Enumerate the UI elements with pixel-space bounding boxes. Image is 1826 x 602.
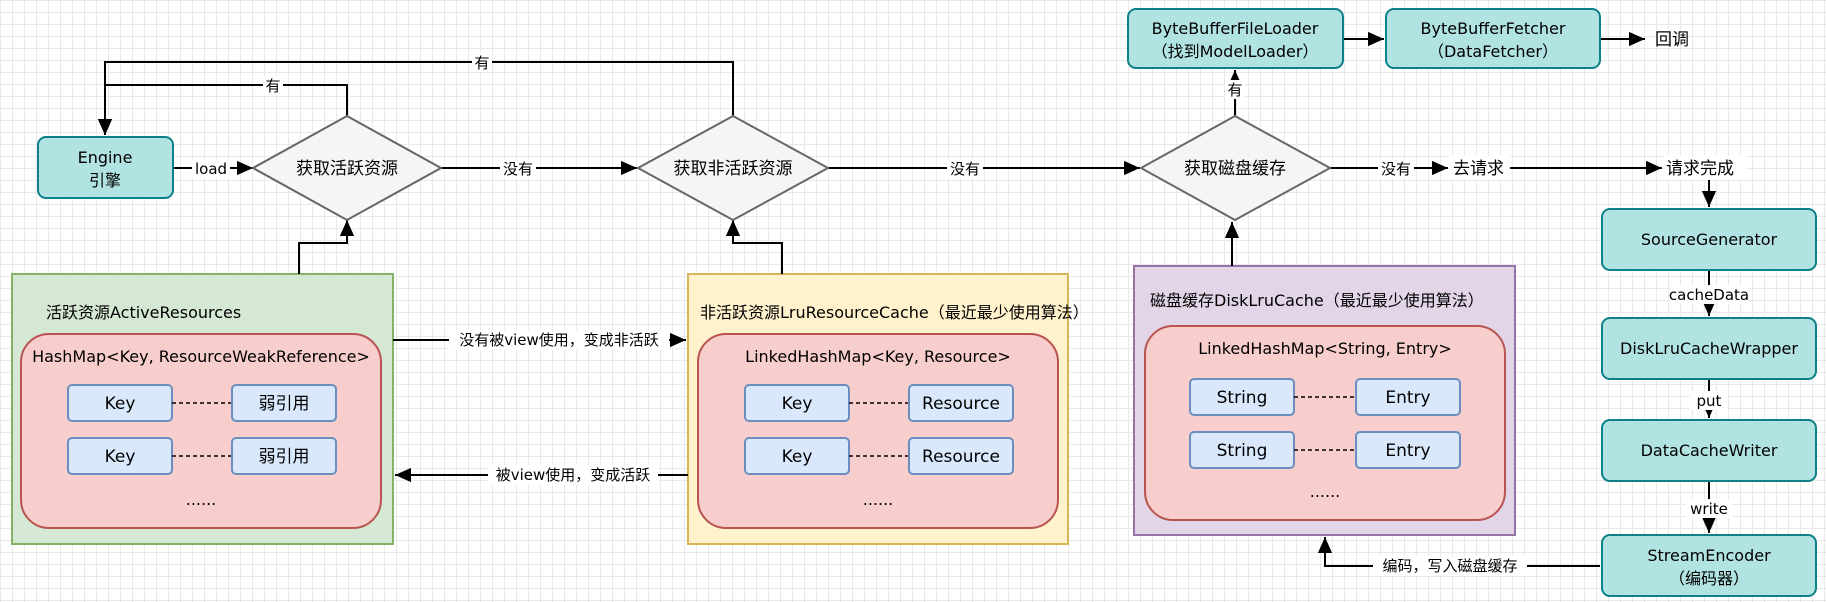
get-active-label: 获取活跃资源 bbox=[296, 159, 398, 179]
inactive-key-1-label: Key bbox=[782, 394, 813, 414]
disk-cache-title: 磁盘缓存DiskLruCache（最近最少使用算法） bbox=[1150, 291, 1484, 310]
active-hashmap-box bbox=[20, 333, 382, 529]
label-none-inactive: 没有 bbox=[950, 160, 980, 178]
callback-text: 回调 bbox=[1655, 30, 1689, 50]
engine-sublabel: 引擎 bbox=[89, 171, 121, 190]
label-encode: 编码，写入磁盘缓存 bbox=[1382, 557, 1517, 575]
label-has-disk: 有 bbox=[1227, 81, 1242, 99]
edge-inactive-container-to-diamond bbox=[725, 220, 783, 274]
inactive-ellipsis: ...... bbox=[863, 490, 894, 509]
edge-inactive-has bbox=[97, 61, 734, 135]
inactive-linkedhashmap-title: LinkedHashMap<Key, Resource> bbox=[745, 347, 1011, 366]
inactive-linkedhashmap-box bbox=[697, 333, 1059, 529]
disklrucache-wrapper-node: DiskLruCacheWrapper bbox=[1601, 317, 1817, 380]
active-resources-title: 活跃资源ActiveResources bbox=[46, 303, 241, 322]
label-write: write bbox=[1690, 500, 1728, 518]
label-put: put bbox=[1697, 392, 1722, 410]
active-row-1: Key 弱引用 bbox=[67, 384, 337, 422]
fetcher-label: ByteBufferFetcher bbox=[1421, 19, 1566, 38]
inactive-resource-2 bbox=[908, 437, 1014, 475]
label-has-inactive: 有 bbox=[474, 54, 489, 72]
data-cache-writer-label: DataCacheWriter bbox=[1641, 441, 1778, 460]
inactive-row-1: Key Resource bbox=[744, 384, 1014, 422]
disk-row-1: String Entry bbox=[1189, 378, 1461, 416]
stream-encoder-sublabel: （编码器） bbox=[1669, 569, 1749, 588]
label-none-active: 没有 bbox=[503, 160, 533, 178]
go-request-text: 去请求 bbox=[1453, 159, 1504, 179]
label-none-disk: 没有 bbox=[1381, 160, 1411, 178]
active-key-1-label: Key bbox=[105, 394, 136, 414]
active-row-2: Key 弱引用 bbox=[67, 437, 337, 475]
get-disk-label: 获取磁盘缓存 bbox=[1184, 159, 1286, 179]
inactive-key-2-label: Key bbox=[782, 447, 813, 467]
active-key-2-label: Key bbox=[105, 447, 136, 467]
disklrucache-wrapper-label: DiskLruCacheWrapper bbox=[1620, 339, 1798, 358]
request-done-text: 请求完成 bbox=[1666, 159, 1734, 179]
label-cache-data: cacheData bbox=[1669, 286, 1749, 304]
disk-cache-container: 磁盘缓存DiskLruCache（最近最少使用算法） LinkedHashMap… bbox=[1133, 265, 1516, 536]
inactive-row-2: Key Resource bbox=[744, 437, 1014, 475]
engine-node: Engine 引擎 bbox=[37, 136, 174, 199]
file-loader-sublabel: （找到ModelLoader） bbox=[1152, 42, 1319, 61]
engine-label: Engine bbox=[78, 148, 133, 167]
inactive-resources-container: 非活跃资源LruResourceCache（最近最少使用算法） LinkedHa… bbox=[687, 273, 1089, 545]
disk-string-2-label: String bbox=[1217, 441, 1268, 461]
active-hashmap-title: HashMap<Key, ResourceWeakReference> bbox=[32, 347, 370, 366]
active-weakref-1-label: 弱引用 bbox=[259, 394, 310, 414]
edge-active-container-to-diamond bbox=[298, 220, 355, 274]
disk-entry-2 bbox=[1355, 431, 1461, 469]
get-inactive-label: 获取非活跃资源 bbox=[674, 159, 793, 179]
disk-string-1-label: String bbox=[1217, 388, 1268, 408]
source-generator-label: SourceGenerator bbox=[1641, 230, 1778, 249]
inactive-resource-1 bbox=[908, 384, 1014, 422]
source-generator-node: SourceGenerator bbox=[1601, 208, 1817, 271]
active-ellipsis: ...... bbox=[186, 490, 217, 509]
disk-entry-1 bbox=[1355, 378, 1461, 416]
get-inactive-decision: 获取非活跃资源 bbox=[635, 114, 831, 222]
label-has-active: 有 bbox=[265, 77, 280, 95]
stream-encoder-label: StreamEncoder bbox=[1647, 546, 1771, 565]
edge-active-has bbox=[97, 84, 348, 135]
disk-ellipsis: ...... bbox=[1310, 482, 1341, 501]
data-cache-writer-node: DataCacheWriter bbox=[1601, 419, 1817, 482]
disk-row-2: String Entry bbox=[1189, 431, 1461, 469]
active-weakref-2-label: 弱引用 bbox=[259, 447, 310, 467]
inactive-resources-title: 非活跃资源LruResourceCache（最近最少使用算法） bbox=[700, 303, 1089, 322]
get-disk-decision: 获取磁盘缓存 bbox=[1138, 114, 1333, 222]
disk-entry-2-label: Entry bbox=[1385, 441, 1430, 461]
active-weakref-1 bbox=[231, 384, 337, 422]
active-weakref-2 bbox=[231, 437, 337, 475]
get-active-decision: 获取活跃资源 bbox=[250, 114, 444, 222]
label-load: load bbox=[195, 160, 227, 178]
label-used: 被view使用，变成活跃 bbox=[496, 466, 651, 484]
disk-entry-1-label: Entry bbox=[1385, 388, 1430, 408]
disk-linkedhashmap-title: LinkedHashMap<String, Entry> bbox=[1198, 339, 1452, 358]
stream-encoder-node: StreamEncoder （编码器） bbox=[1601, 534, 1817, 597]
file-loader-label: ByteBufferFileLoader bbox=[1152, 19, 1319, 38]
bytebuffer-fetcher-node: ByteBufferFetcher （DataFetcher） bbox=[1385, 8, 1601, 69]
label-not-used: 没有被view使用，变成非活跃 bbox=[459, 331, 659, 349]
active-resources-container: 活跃资源ActiveResources HashMap<Key, Resourc… bbox=[11, 273, 394, 545]
inactive-resource-2-label: Resource bbox=[922, 447, 1000, 467]
disk-linkedhashmap-box bbox=[1144, 325, 1506, 521]
bytebuffer-file-loader-node: ByteBufferFileLoader （找到ModelLoader） bbox=[1127, 8, 1344, 69]
fetcher-sublabel: （DataFetcher） bbox=[1428, 42, 1558, 61]
edge-labels: load 有 有 没有 没有 有 没有 没有被view使用，变成非活跃 被vie… bbox=[192, 53, 1749, 576]
inactive-resource-1-label: Resource bbox=[922, 394, 1000, 414]
